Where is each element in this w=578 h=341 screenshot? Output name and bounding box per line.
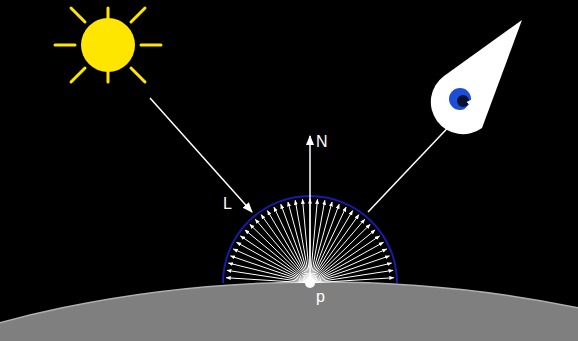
- surface: [0, 282, 578, 341]
- hemisphere-ray: [303, 199, 310, 283]
- normal-arrow: [309, 136, 311, 283]
- hemisphere-ray: [310, 278, 394, 283]
- sun-icon: [55, 8, 161, 82]
- hemisphere-ray: [295, 200, 310, 283]
- hemisphere-ray: [237, 242, 310, 283]
- hemisphere-ray: [310, 211, 353, 283]
- hemisphere-ray: [281, 204, 310, 283]
- point-label: p: [316, 289, 325, 305]
- hemisphere-ray: [261, 215, 310, 283]
- hemisphere-ray: [310, 207, 346, 283]
- hemisphere-ray: [310, 249, 387, 283]
- eye-icon: [431, 20, 522, 134]
- normal-label: N: [316, 134, 328, 150]
- view-arrow: [368, 98, 476, 212]
- hemisphere-ray: [233, 249, 310, 283]
- light-label: L: [223, 196, 232, 212]
- hemisphere-ray: [310, 224, 370, 283]
- light-arrow: [150, 98, 252, 212]
- hemisphere-ray: [310, 236, 380, 283]
- hemisphere-ray: [310, 270, 393, 283]
- point-p: [305, 278, 315, 288]
